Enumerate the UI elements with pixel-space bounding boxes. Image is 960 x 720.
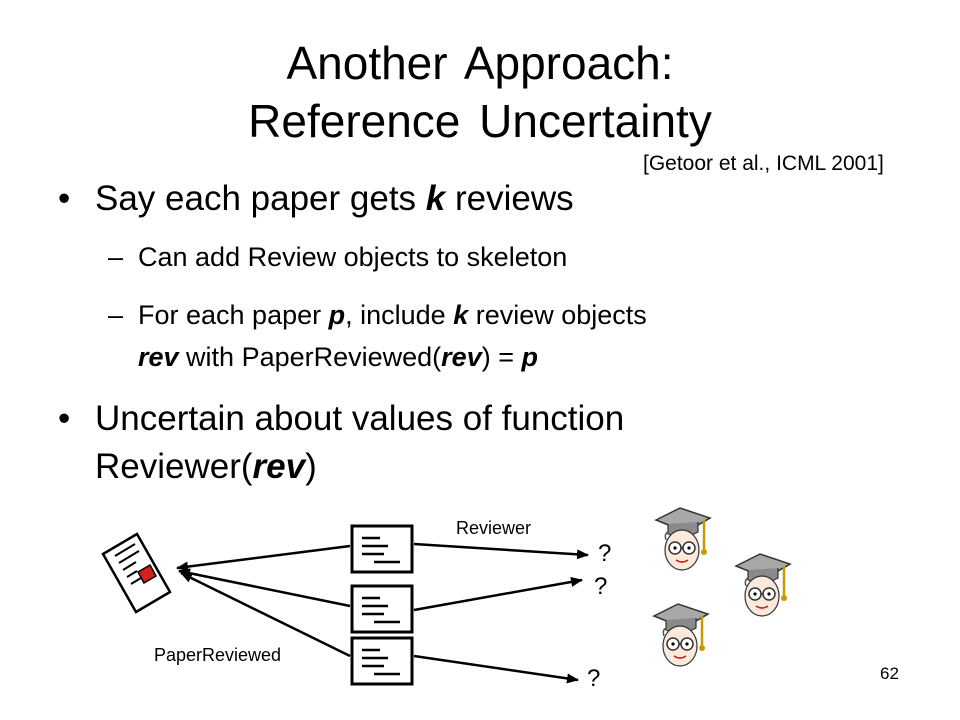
paper-reviewed-arrow-3 [180, 571, 351, 658]
paper-icon [101, 532, 172, 614]
reviewer-label: Reviewer [456, 518, 531, 538]
bullet-2-line1: Uncertain about values of function [95, 399, 625, 438]
reviewer-arrow-1 [413, 542, 589, 560]
question-mark: ? [594, 573, 607, 600]
page-number: 62 [880, 664, 899, 683]
paper-reviewed-arrow-2 [178, 568, 351, 608]
professor-icon [654, 506, 712, 572]
sub-bullet-dash: – [108, 242, 124, 272]
review-object-3 [350, 636, 414, 686]
sub-bullet-2-line1: For each paper p, include k review objec… [138, 300, 647, 330]
professor-icon [734, 552, 792, 618]
slide-title-line2: Reference Uncertainty [248, 95, 712, 147]
paper-reviewed-arrow-1 [176, 544, 351, 572]
review-object-2 [350, 584, 414, 634]
professor-icon [652, 602, 710, 668]
reviewer-arrow-3 [413, 654, 579, 684]
reviewer-arrow-2 [413, 577, 583, 612]
question-mark: ? [598, 540, 611, 567]
review-object-1 [350, 524, 414, 574]
sub-bullet-1: Can add Review objects to skeleton [138, 242, 568, 272]
bullet-2-line2: Reviewer(rev) [95, 447, 317, 486]
sub-bullet-2-line2: rev with PaperReviewed(rev) = p [138, 342, 538, 372]
paper-reviewed-label: PaperReviewed [154, 645, 281, 665]
bullet-marker: • [58, 179, 71, 218]
slide-title-line1: Another Approach: [286, 37, 674, 89]
question-mark: ? [587, 665, 600, 692]
bullet-1: Say each paper gets k reviews [95, 179, 574, 218]
sub-bullet-dash: – [108, 300, 124, 330]
bullet-marker: • [58, 399, 71, 438]
citation: [Getoor et al., ICML 2001] [643, 152, 884, 175]
